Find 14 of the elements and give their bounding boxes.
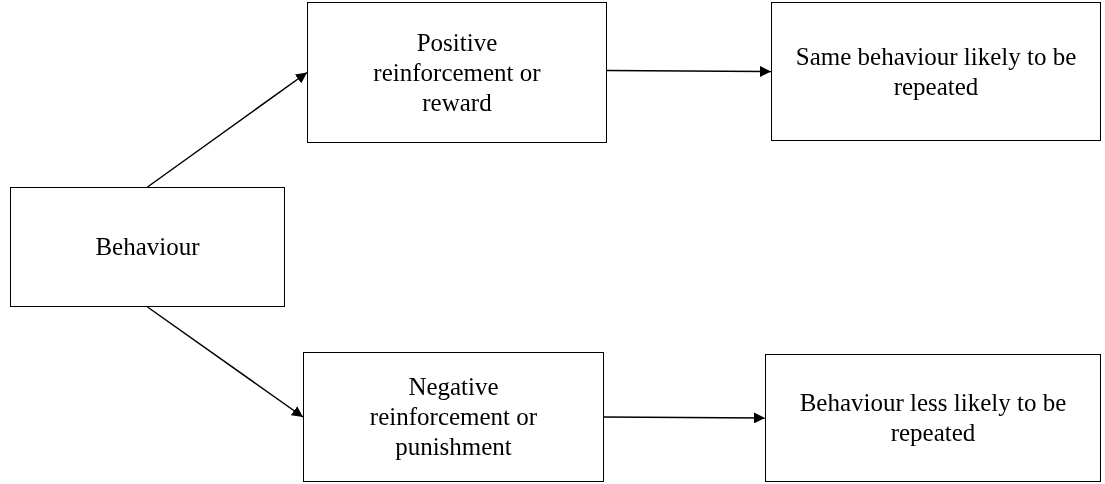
process-box <box>765 354 1101 482</box>
box-label: Behaviour less likely to be repeated <box>798 388 1068 448</box>
process-box <box>303 352 604 482</box>
arrow <box>146 306 304 418</box>
arrow <box>606 65 772 77</box>
box-label: Positive reinforcement or reward <box>372 27 542 118</box>
process-box <box>10 187 285 307</box>
box-label: Behaviour <box>95 232 200 262</box>
box-label: Same behaviour likely to be repeated <box>794 41 1078 102</box>
process-box <box>307 2 607 143</box>
box-label: Negative reinforcement or punishment <box>368 372 539 462</box>
process-box <box>771 2 1101 141</box>
arrow <box>603 412 766 424</box>
arrow <box>146 71 308 188</box>
